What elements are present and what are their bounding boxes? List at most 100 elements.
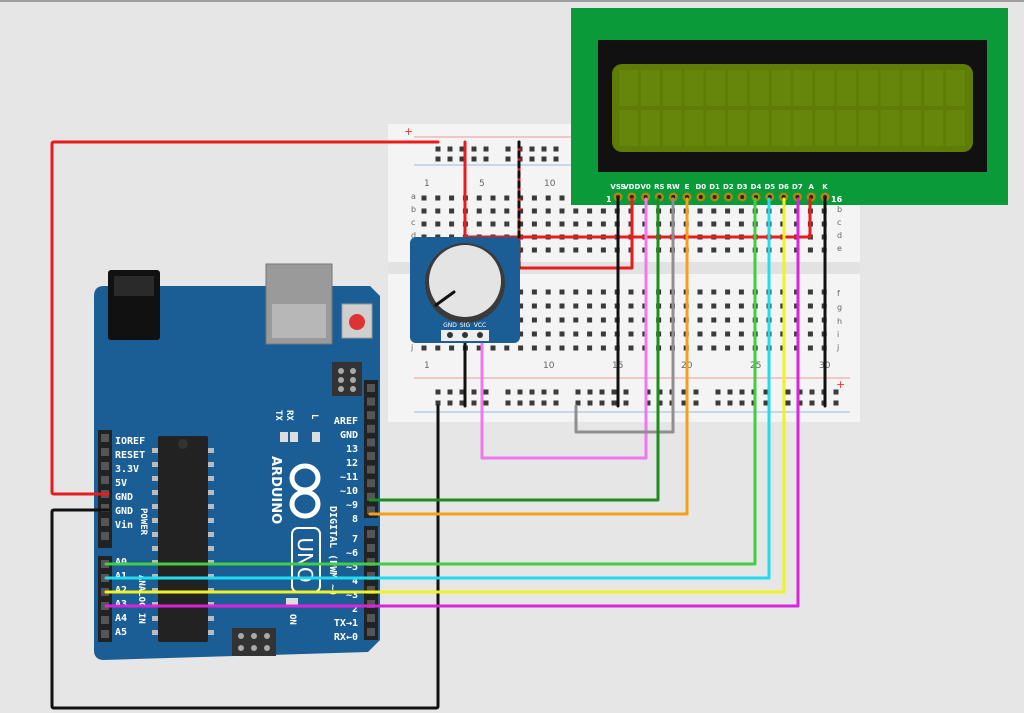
breadboard-hole[interactable] — [711, 221, 717, 227]
rail-hole[interactable] — [541, 389, 547, 395]
breadboard-hole[interactable] — [559, 247, 565, 253]
rail-hole[interactable] — [657, 400, 663, 406]
rail-hole[interactable] — [715, 389, 721, 395]
breadboard-hole[interactable] — [587, 345, 593, 351]
breadboard-hole[interactable] — [504, 208, 510, 214]
rail-hole[interactable] — [645, 400, 651, 406]
breadboard-hole[interactable] — [518, 289, 524, 295]
breadboard-hole[interactable] — [559, 195, 565, 201]
rail-hole[interactable] — [623, 389, 629, 395]
rail-hole[interactable] — [459, 156, 465, 162]
rail-hole[interactable] — [739, 389, 745, 395]
rail-hole[interactable] — [681, 400, 687, 406]
breadboard-hole[interactable] — [518, 345, 524, 351]
breadboard-hole[interactable] — [421, 208, 427, 214]
wire-rs-green[interactable] — [368, 197, 660, 502]
rail-hole[interactable] — [693, 389, 699, 395]
breadboard-hole[interactable] — [807, 317, 813, 323]
wire-gnd-black[interactable] — [50, 404, 440, 710]
breadboard-hole[interactable] — [600, 331, 606, 337]
breadboard-hole[interactable] — [421, 221, 427, 227]
breadboard-hole[interactable] — [600, 303, 606, 309]
breadboard-hole[interactable] — [476, 221, 482, 227]
rail-hole[interactable] — [505, 389, 511, 395]
breadboard-hole[interactable] — [518, 195, 524, 201]
breadboard-hole[interactable] — [531, 331, 537, 337]
breadboard-hole[interactable] — [711, 247, 717, 253]
rail-hole[interactable] — [459, 400, 465, 406]
breadboard-hole[interactable] — [725, 247, 731, 253]
breadboard-hole[interactable] — [545, 331, 551, 337]
breadboard-hole[interactable] — [725, 317, 731, 323]
breadboard-hole[interactable] — [531, 195, 537, 201]
breadboard-hole[interactable] — [600, 208, 606, 214]
breadboard-hole[interactable] — [531, 303, 537, 309]
breadboard-hole[interactable] — [545, 208, 551, 214]
breadboard-hole[interactable] — [559, 221, 565, 227]
wire-red-to-lcd-backlight[interactable] — [463, 197, 812, 239]
breadboard-hole[interactable] — [697, 221, 703, 227]
potentiometer[interactable]: GND SIG VCC — [410, 237, 520, 343]
breadboard-hole[interactable] — [711, 303, 717, 309]
breadboard-hole[interactable] — [725, 221, 731, 227]
breadboard-hole[interactable] — [518, 247, 524, 253]
rail-hole[interactable] — [587, 389, 593, 395]
rail-hole[interactable] — [797, 400, 803, 406]
breadboard-hole[interactable] — [711, 208, 717, 214]
rail-hole[interactable] — [599, 389, 605, 395]
breadboard-hole[interactable] — [435, 195, 441, 201]
breadboard-hole[interactable] — [559, 331, 565, 337]
rail-hole[interactable] — [447, 156, 453, 162]
rail-hole[interactable] — [447, 146, 453, 152]
rail-hole[interactable] — [727, 389, 733, 395]
breadboard-hole[interactable] — [490, 208, 496, 214]
wire-d4-lime[interactable] — [104, 197, 757, 566]
rail-hole[interactable] — [483, 400, 489, 406]
wire-v0-pink[interactable] — [480, 197, 648, 460]
breadboard-hole[interactable] — [600, 221, 606, 227]
breadboard-hole[interactable] — [531, 247, 537, 253]
breadboard-hole[interactable] — [518, 317, 524, 323]
rail-hole[interactable] — [739, 400, 745, 406]
wire-d7-magenta[interactable] — [104, 197, 800, 608]
rail-hole[interactable] — [541, 156, 547, 162]
breadboard-hole[interactable] — [531, 289, 537, 295]
rail-hole[interactable] — [483, 156, 489, 162]
breadboard-hole[interactable] — [531, 208, 537, 214]
breadboard-hole[interactable] — [738, 208, 744, 214]
breadboard-hole[interactable] — [573, 303, 579, 309]
breadboard-hole[interactable] — [559, 345, 565, 351]
breadboard-hole[interactable] — [738, 303, 744, 309]
breadboard-hole[interactable] — [504, 345, 510, 351]
breadboard-hole[interactable] — [738, 221, 744, 227]
rail-hole[interactable] — [681, 389, 687, 395]
breadboard-hole[interactable] — [490, 345, 496, 351]
breadboard-hole[interactable] — [697, 303, 703, 309]
breadboard-hole[interactable] — [421, 345, 427, 351]
rail-hole[interactable] — [763, 389, 769, 395]
breadboard-hole[interactable] — [518, 303, 524, 309]
breadboard-hole[interactable] — [807, 345, 813, 351]
breadboard-hole[interactable] — [531, 345, 537, 351]
wire-5v-red[interactable] — [50, 140, 440, 496]
breadboard-hole[interactable] — [449, 345, 455, 351]
rail-hole[interactable] — [471, 400, 477, 406]
breadboard-hole[interactable] — [587, 303, 593, 309]
breadboard-hole[interactable] — [587, 221, 593, 227]
rail-hole[interactable] — [529, 146, 535, 152]
rail-hole[interactable] — [553, 389, 559, 395]
rail-hole[interactable] — [541, 400, 547, 406]
breadboard-hole[interactable] — [559, 289, 565, 295]
rail-hole[interactable] — [715, 400, 721, 406]
breadboard-hole[interactable] — [587, 208, 593, 214]
breadboard-hole[interactable] — [490, 221, 496, 227]
breadboard-hole[interactable] — [545, 345, 551, 351]
rail-hole[interactable] — [809, 389, 815, 395]
rail-hole[interactable] — [785, 400, 791, 406]
rail-hole[interactable] — [435, 146, 441, 152]
breadboard-hole[interactable] — [600, 345, 606, 351]
breadboard-hole[interactable] — [476, 195, 482, 201]
wire-e-orange[interactable] — [368, 197, 689, 516]
rail-hole[interactable] — [657, 389, 663, 395]
breadboard-hole[interactable] — [545, 317, 551, 323]
